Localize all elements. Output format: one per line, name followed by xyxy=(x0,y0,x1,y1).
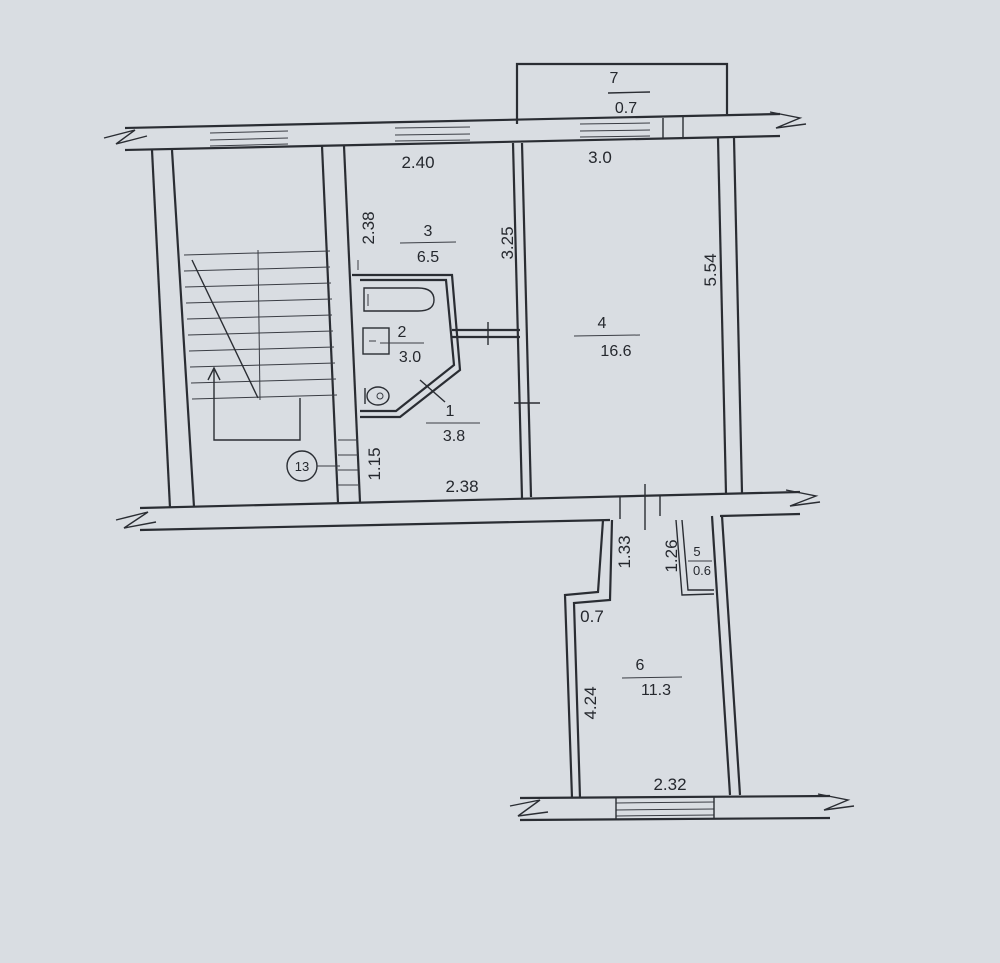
room-label-3: 3 6.5 xyxy=(399,223,457,266)
toilet-icon xyxy=(366,386,390,406)
room-3-area: 6.5 xyxy=(417,249,439,266)
dim-1-33: 1.33 xyxy=(615,535,634,568)
room-1-number: 1 xyxy=(446,403,455,420)
room-label-5: 5 0.6 xyxy=(688,544,712,578)
dimension-labels: 2.40 3.0 2.38 3.25 5.54 1.15 2.38 1.33 1… xyxy=(359,148,720,794)
dim-2-40: 2.40 xyxy=(401,153,434,172)
lower-wing xyxy=(563,515,742,799)
dim-2-38-vertical: 2.38 xyxy=(359,211,378,244)
staircase xyxy=(183,249,338,441)
dim-5-54: 5.54 xyxy=(701,253,720,286)
room-label-7: 7 0.7 xyxy=(610,70,638,117)
room-2-number: 2 xyxy=(398,324,407,341)
room-1-area: 3.8 xyxy=(443,428,465,445)
room-4-number: 4 xyxy=(598,315,607,332)
room-6-number: 6 xyxy=(636,657,645,674)
dim-3-25: 3.25 xyxy=(498,226,517,259)
bottom-exterior-wall xyxy=(115,484,821,532)
bathtub-icon xyxy=(363,287,435,312)
stair-marker-label: 13 xyxy=(295,459,309,474)
lower-exterior-wall xyxy=(509,793,855,822)
room-label-6: 6 11.3 xyxy=(621,657,683,699)
room-6-area: 11.3 xyxy=(641,682,671,699)
window-top-left xyxy=(209,130,289,147)
partition-room-4-west xyxy=(511,142,540,499)
room-5-number: 5 xyxy=(693,544,700,559)
room-2-area: 3.0 xyxy=(399,349,421,366)
stair-marker: 13 xyxy=(286,450,340,482)
room-5-area: 0.6 xyxy=(693,563,711,578)
bathroom-block xyxy=(352,260,520,419)
dim-3-0: 3.0 xyxy=(588,148,612,167)
room-label-2: 2 3.0 xyxy=(380,324,424,366)
room-label-1: 1 3.8 xyxy=(426,403,480,445)
dim-1-15: 1.15 xyxy=(365,447,384,480)
window-top-right xyxy=(579,122,651,138)
room-4-area: 16.6 xyxy=(600,343,631,360)
dim-2-32: 2.32 xyxy=(653,775,686,794)
room-7-area: 0.7 xyxy=(615,100,637,117)
dim-1-26: 1.26 xyxy=(662,539,681,572)
sink-icon xyxy=(362,327,390,355)
dim-4-24: 4.24 xyxy=(581,686,600,719)
balcony-room-7 xyxy=(515,62,729,124)
left-exterior-wall xyxy=(150,149,196,509)
room-7-number: 7 xyxy=(610,70,619,87)
dim-2-38-bottom: 2.38 xyxy=(445,477,478,496)
top-exterior-wall xyxy=(103,111,807,152)
right-exterior-wall xyxy=(716,137,744,495)
window-lower xyxy=(615,797,715,820)
dim-0-7: 0.7 xyxy=(580,607,604,626)
staircase-wall xyxy=(320,145,362,504)
window-top-middle xyxy=(394,126,471,142)
room-label-4: 4 16.6 xyxy=(573,315,641,360)
room-3-number: 3 xyxy=(424,223,433,240)
